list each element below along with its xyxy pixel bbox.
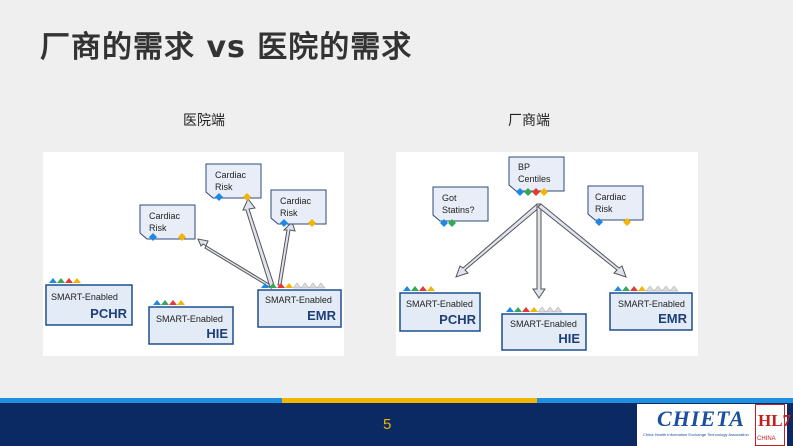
footer-accent-right <box>537 398 793 403</box>
arrow-center-to-hie <box>532 203 546 299</box>
bubble-bp-line1: BP <box>518 162 530 172</box>
footer-logos: CHIETA China Health Information Exchange… <box>637 404 791 446</box>
right-hie-box: SMART-Enabled HIE <box>501 306 587 351</box>
bubble-2-line1: Cardiac <box>215 170 247 180</box>
bubble-statins-line1: Got <box>442 193 457 203</box>
left-emr-bottom: EMR <box>307 308 337 323</box>
slide-title: 厂商的需求 vs 医院的需求 <box>40 30 413 65</box>
chieta-logo: CHIETA <box>657 406 745 431</box>
bubble-cardiac-line2: Risk <box>595 204 613 214</box>
chieta-logo-subtitle: China Health Information Exchange Techno… <box>643 432 749 437</box>
right-hie-bottom: HIE <box>558 331 580 346</box>
left-bubble-2: Cardiac Risk <box>205 163 262 201</box>
right-diagram-panel: BP Centiles Got Statins? Cardiac Risk <box>396 152 698 356</box>
left-pchr-bottom: PCHR <box>90 306 127 321</box>
right-bubble-got-statins: Got Statins? <box>432 186 489 227</box>
right-pchr-bottom: PCHR <box>439 312 476 327</box>
left-pchr-top: SMART-Enabled <box>51 292 118 302</box>
left-panel-label: 医院端 <box>183 113 225 129</box>
bubble-1-line2: Risk <box>149 223 167 233</box>
right-diagram: BP Centiles Got Statins? Cardiac Risk <box>399 156 693 351</box>
bubble-2-line2: Risk <box>215 182 233 192</box>
hl7-logo-subtext: CHINA <box>757 436 776 442</box>
left-hie-top: SMART-Enabled <box>156 314 223 324</box>
arrow-emr-to-bubble3 <box>277 221 296 286</box>
right-hie-top: SMART-Enabled <box>510 319 577 329</box>
left-bubble-3: Cardiac Risk <box>270 189 327 227</box>
bubble-3-line2: Risk <box>280 208 298 218</box>
left-diagram: Cardiac Risk Cardiac Risk Cardiac Risk <box>45 163 342 345</box>
bubble-3-line1: Cardiac <box>280 196 312 206</box>
left-hie-box: SMART-Enabled HIE <box>148 300 234 345</box>
bubble-cardiac-line1: Cardiac <box>595 192 627 202</box>
right-emr-box: SMART-Enabled EMR <box>609 285 693 331</box>
hl7-logo-text: HL7 <box>758 411 792 430</box>
left-emr-top: SMART-Enabled <box>265 295 332 305</box>
arrow-center-to-emr <box>537 203 627 278</box>
footer-accent-left <box>0 398 282 403</box>
footer-accent-gold <box>282 398 537 403</box>
left-hie-bottom: HIE <box>206 326 228 341</box>
hl7-china-logo: HL7 CHINA <box>755 404 791 446</box>
bubble-statins-line2: Statins? <box>442 205 475 215</box>
bubble-1-line1: Cardiac <box>149 211 181 221</box>
right-emr-bottom: EMR <box>658 311 688 326</box>
right-emr-top: SMART-Enabled <box>618 299 685 309</box>
right-bubble-bp-centiles: BP Centiles <box>508 156 565 196</box>
arrow-emr-to-bubble1 <box>197 238 273 290</box>
page-number: 5 <box>383 416 392 433</box>
left-emr-box: SMART-Enabled EMR <box>257 282 342 328</box>
bubble-bp-line2: Centiles <box>518 174 551 184</box>
right-panel-label: 厂商端 <box>508 113 550 129</box>
right-pchr-box: SMART-Enabled PCHR <box>399 286 481 332</box>
left-pchr-box: SMART-Enabled PCHR <box>45 278 133 326</box>
arrow-center-to-pchr <box>455 203 541 278</box>
right-pchr-top: SMART-Enabled <box>406 299 473 309</box>
right-bubble-cardiac-risk: Cardiac Risk <box>587 185 644 226</box>
left-bubble-1: Cardiac Risk <box>139 204 196 241</box>
arrow-emr-to-bubble2 <box>242 198 275 288</box>
left-diagram-panel: Cardiac Risk Cardiac Risk Cardiac Risk <box>43 152 344 356</box>
